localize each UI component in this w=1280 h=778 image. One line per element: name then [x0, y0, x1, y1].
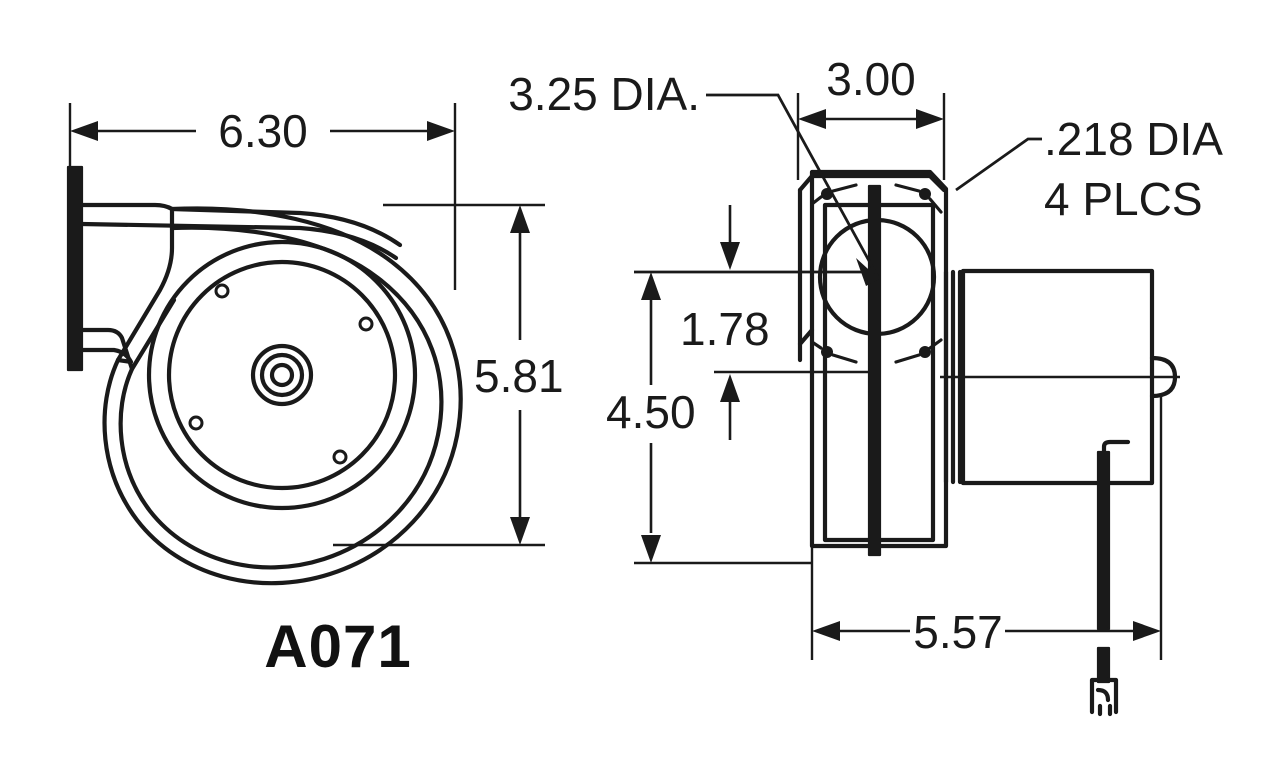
vertical-centerline-bar	[867, 184, 882, 557]
arrowhead-557-left	[812, 621, 840, 641]
scroll-cutoff-lower	[79, 347, 134, 365]
flange-hole-tick-top-left-b	[810, 195, 823, 206]
arrowhead-178-top	[720, 242, 740, 270]
dimension-4-50-text: 4.50	[606, 386, 696, 438]
motor-lead-wire-lower	[1096, 646, 1111, 684]
dimension-1-78-text: 1.78	[680, 303, 770, 355]
arrowhead-630-right	[427, 121, 455, 141]
dimension-5-57-text: 5.57	[913, 606, 1003, 658]
flange-hole-tick-bottom-right	[894, 353, 921, 364]
motor-housing-body	[960, 268, 1155, 486]
hub-outer-ring	[250, 343, 314, 407]
motor-lead-wire-upper	[1096, 450, 1111, 631]
hub-middle-ring	[259, 352, 305, 398]
scroll-body-outline	[822, 202, 936, 543]
callout-218-dia-text: .218 DIA	[1044, 113, 1223, 165]
flange-hole-group-top-right	[894, 183, 943, 214]
arrowhead-300-right	[916, 109, 944, 129]
flange-hole-bottom-left	[821, 346, 833, 358]
dimension-6-30-text: 6.30	[218, 105, 308, 157]
mounting-flange-bar	[66, 165, 84, 372]
scroll-cutoff-upper	[79, 327, 135, 372]
outlet-duct-top-edge	[79, 202, 403, 248]
arrowhead-581-top	[510, 205, 530, 233]
blower-wheel-inner-circle	[166, 259, 398, 491]
hub-bore	[269, 362, 295, 388]
blower-wheel-outer-circle	[146, 239, 418, 511]
part-number-label: A071	[264, 613, 411, 680]
flange-top-rim	[797, 173, 947, 193]
backplate-screw-hole	[332, 449, 348, 465]
flange-hole-group-bottom-left	[810, 340, 858, 364]
callout-3-25-dia-text: 3.25 DIA.	[508, 68, 700, 120]
flange-hole-group-top-left	[810, 183, 858, 206]
flange-hole-group-bottom-right	[894, 338, 943, 364]
arrowhead-178-bottom	[720, 374, 740, 402]
arrowhead-630-left	[70, 121, 98, 141]
backplate-screw-hole	[358, 316, 374, 332]
backplate-screw-hole	[188, 415, 204, 431]
right-view-group: 3.25 DIA. 3.00 .218 DIA 4 PLCS 1.78	[508, 53, 1223, 717]
leader-line-3-25-dia	[706, 93, 881, 280]
scroll-housing-outer-wall	[102, 206, 463, 586]
arrowhead-450-top	[641, 272, 661, 300]
leader-line-218-dia	[955, 137, 1042, 192]
flange-hole-tick-top-right	[894, 183, 921, 193]
dimension-5-81-text: 5.81	[474, 350, 564, 402]
arrowhead-450-bottom	[641, 535, 661, 563]
flange-hole-top-right	[919, 188, 931, 200]
arrowhead-581-bottom	[510, 517, 530, 545]
arrowhead-557-right	[1133, 621, 1161, 641]
flange-hole-tick-top-left	[831, 183, 858, 193]
left-view-group: 6.30 5.81 A071	[66, 103, 564, 680]
inlet-flange-plate-outline	[809, 169, 949, 549]
motor-lead-wire-bend	[1101, 439, 1131, 455]
flange-hole-tick-bottom-right-b	[928, 338, 943, 350]
flange-hole-tick-bottom-left	[831, 353, 858, 364]
flange-hole-bottom-right	[919, 346, 931, 358]
dimension-3-00-text: 3.00	[826, 53, 916, 105]
callout-4-plcs-text: 4 PLCS	[1044, 173, 1203, 225]
backplate-screw-hole	[214, 283, 230, 299]
flange-hole-tick-bottom-left-b	[810, 340, 823, 350]
arrowhead-300-left	[798, 109, 826, 129]
flange-hole-tick-top-right-b	[928, 197, 943, 214]
wire-spade-terminal	[1089, 677, 1119, 717]
